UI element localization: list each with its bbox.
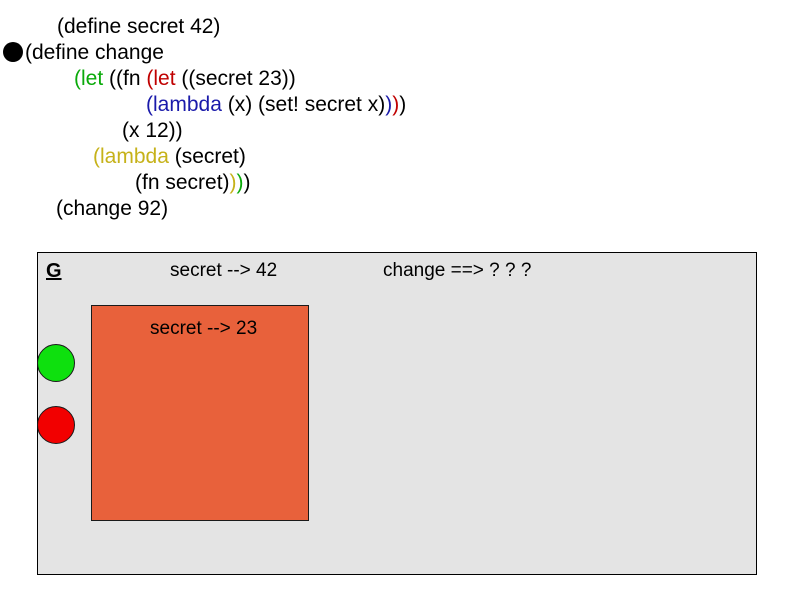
code-token: )	[385, 93, 393, 116]
fn-procedure-circle-icon	[37, 344, 75, 382]
change-procedure-circle-icon	[37, 406, 75, 444]
environment-diagram-panel: G secret --> 42 change ==> ? ? ? secret …	[37, 252, 757, 575]
code-token: (let	[74, 67, 104, 90]
line-change-92: (change 92)	[0, 196, 794, 222]
code-token: (change 92)	[56, 197, 169, 220]
code-token: )	[243, 171, 251, 194]
code-token: (fn secret)	[135, 171, 230, 194]
inner-let-frame: secret --> 23	[91, 305, 309, 521]
code-token: (define change	[25, 41, 164, 64]
code-token: (lambda	[93, 145, 169, 168]
code-token: )	[399, 93, 407, 116]
line-let-fn-let-secret: (let ((fn (let ((secret 23))	[0, 66, 794, 92]
code-token: )	[392, 93, 400, 116]
bullet-point-icon	[3, 42, 23, 62]
code-token: (x) (set! secret x)	[221, 93, 386, 116]
scheme-code-listing: (define secret 42)(define change(let ((f…	[0, 14, 794, 222]
code-token: )	[236, 171, 244, 194]
binding-secret-global: secret --> 42	[170, 260, 278, 281]
code-token: ((fn	[103, 67, 147, 90]
line-lambda-set: (lambda (x) (set! secret x))))	[0, 92, 794, 118]
line-lambda-secret: (lambda (secret)	[0, 144, 794, 170]
line-fn-secret: (fn secret))))	[0, 170, 794, 196]
code-token: (x 12))	[122, 119, 183, 142]
binding-change-global: change ==> ? ? ?	[383, 260, 532, 281]
binding-secret-inner: secret --> 23	[150, 318, 258, 339]
line-define-secret: (define secret 42)	[0, 14, 794, 40]
global-environment-label: G	[46, 260, 62, 282]
code-token: (lambda	[146, 93, 222, 116]
line-define-change: (define change	[0, 40, 794, 66]
code-token: ((secret 23))	[175, 67, 296, 90]
code-token: (define secret 42)	[57, 15, 221, 38]
code-token: (let	[146, 67, 176, 90]
code-token: )	[229, 171, 237, 194]
code-token: (secret)	[168, 145, 246, 168]
line-x-12: (x 12))	[0, 118, 794, 144]
